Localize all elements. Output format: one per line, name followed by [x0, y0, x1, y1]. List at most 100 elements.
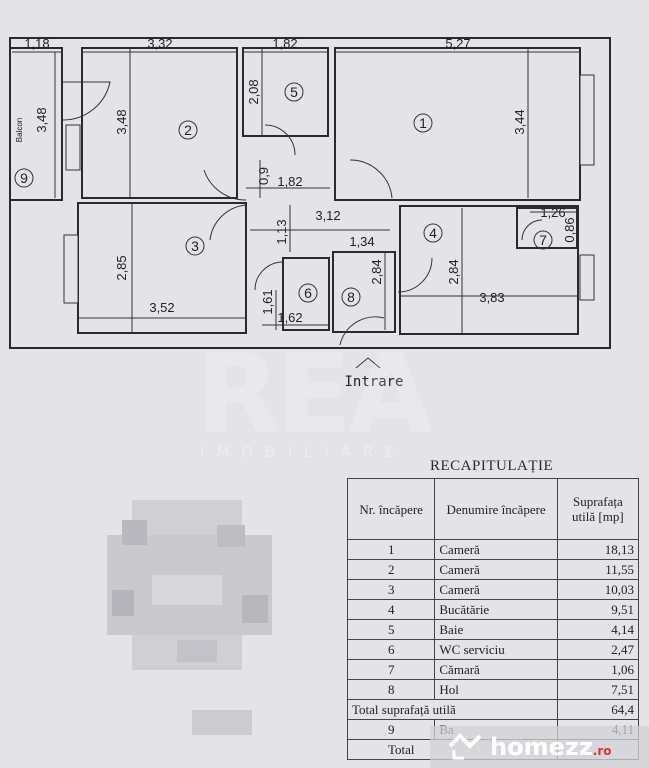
- window-room-4: [579, 254, 595, 301]
- row-name: WC serviciu: [434, 639, 558, 660]
- dim-hall-mid-h: 3,12: [315, 208, 340, 223]
- row-nr: 5: [346, 619, 436, 640]
- row-name: Cămară: [434, 659, 558, 680]
- door-entrance: [339, 316, 385, 346]
- row-nr: 4: [346, 599, 436, 620]
- floor-plan: 1 2 3 4 5 6 7 8 9 1,18 3,32 1,82 5,27 1,…: [9, 36, 611, 390]
- row-name: Baie: [434, 619, 558, 640]
- homezz-logo-icon: [448, 733, 482, 760]
- header-area: Suprafața utilă [mp]: [556, 478, 640, 540]
- dim-room5-width: 1,82: [272, 36, 297, 51]
- room-number-markers: [14, 82, 553, 307]
- door-room-4: [397, 257, 433, 293]
- dim-room1-width: 5,27: [445, 36, 470, 51]
- row-area: 2,47: [556, 639, 640, 660]
- row-area: 18,13: [556, 539, 640, 560]
- row-area: 1,06: [556, 659, 640, 680]
- dim-room8-height: 2,84: [369, 259, 384, 284]
- dim-room7-width: 1,26: [540, 205, 565, 220]
- dimension-lines: [12, 48, 580, 333]
- dim-room3-height: 2,85: [114, 255, 129, 280]
- dim-hall-small-h: 1,82: [277, 174, 302, 189]
- brand-overlay: [430, 726, 649, 768]
- room-8-outline: [332, 251, 396, 333]
- brand-logo[interactable]: homezz.ro: [490, 733, 612, 761]
- balcony-outline: [9, 47, 63, 201]
- dim-room1-height: 3,44: [512, 109, 527, 134]
- room-number-5: 5: [290, 84, 298, 100]
- window-room-1: [579, 74, 595, 166]
- dim-room2-width: 3,32: [147, 36, 172, 51]
- row-area: 7,51: [556, 679, 640, 700]
- room-5-outline: [242, 47, 329, 137]
- row-area: 10,03: [556, 579, 640, 600]
- row-nr: 2: [346, 559, 436, 580]
- watermark-subtitle: IMOBILIARE: [200, 443, 407, 461]
- door-room-3: [209, 204, 247, 241]
- window-room-2: [65, 124, 81, 171]
- room-number-6: 6: [304, 285, 312, 301]
- dim-room6-width: 1,62: [277, 310, 302, 325]
- row-nr: 1: [346, 539, 436, 560]
- row-name: Cameră: [434, 559, 558, 580]
- dim-room4-height: 2,84: [446, 259, 461, 284]
- row-nr: 8: [346, 679, 436, 700]
- row-area: 4,14: [556, 619, 640, 640]
- dim-room7-height: 0,86: [562, 217, 577, 242]
- room-number-4: 4: [429, 225, 437, 241]
- row-nr: 3: [346, 579, 436, 600]
- room-number-1: 1: [419, 115, 427, 131]
- room-number-9: 9: [20, 170, 28, 186]
- row-name: Cameră: [434, 579, 558, 600]
- watermark-logo: REA: [196, 330, 433, 458]
- dim-room5-height: 2,08: [246, 79, 261, 104]
- window-room-3: [63, 234, 79, 304]
- room-number-2: 2: [184, 122, 192, 138]
- header-name: Denumire încăpere: [434, 478, 558, 540]
- recap-title: RECAPITULAȚIE: [430, 458, 554, 474]
- dim-hall-width: 1,34: [349, 234, 374, 249]
- balcony-label: Balcon: [15, 118, 24, 142]
- dim-hall-mid-v: 1,13: [274, 219, 289, 244]
- balcony-nr: 9: [346, 719, 436, 740]
- recap-header-row: Nr. încăpere Denumire încăpere Suprafața…: [346, 478, 640, 540]
- dim-balcony-width: 1,18: [24, 36, 49, 51]
- row-name: Cameră: [434, 539, 558, 560]
- row-area: 11,55: [556, 559, 640, 580]
- row-area: 9,51: [556, 599, 640, 620]
- blurred-stamp: [92, 480, 287, 735]
- room-number-7: 7: [539, 232, 547, 248]
- dim-hall-small-v: 0,9: [256, 167, 271, 185]
- room-1-outline: [334, 47, 581, 201]
- door-balcony: [61, 81, 111, 121]
- room-number-3: 3: [191, 238, 199, 254]
- total-useful-row: Total suprafață utilă 64,4: [347, 699, 640, 720]
- row-nr: 6: [346, 639, 436, 660]
- dim-balcony-height: 3,48: [34, 107, 49, 132]
- door-room-6: [254, 261, 284, 291]
- room-6-outline: [282, 257, 330, 331]
- room-4-outline: [399, 205, 579, 335]
- room-2-outline: [81, 47, 238, 199]
- row-name: Bucătărie: [434, 599, 558, 620]
- row-nr: 7: [346, 659, 436, 680]
- door-room-5: [264, 124, 296, 156]
- door-room-7: [521, 219, 543, 241]
- total-useful-label: Total suprafață utilă: [347, 699, 558, 720]
- door-room-2: [203, 169, 247, 201]
- dim-room3-width: 3,52: [149, 300, 174, 315]
- entrance-arrow: [355, 357, 381, 369]
- room-number-8: 8: [347, 289, 355, 305]
- dim-room6-height: 1,61: [260, 289, 275, 314]
- dim-room2-height: 3,48: [114, 109, 129, 134]
- door-room-1: [349, 159, 393, 199]
- total-useful-value: 64,4: [556, 699, 640, 720]
- brand-name: homezz: [490, 733, 593, 761]
- header-nr: Nr. încăpere: [346, 478, 436, 540]
